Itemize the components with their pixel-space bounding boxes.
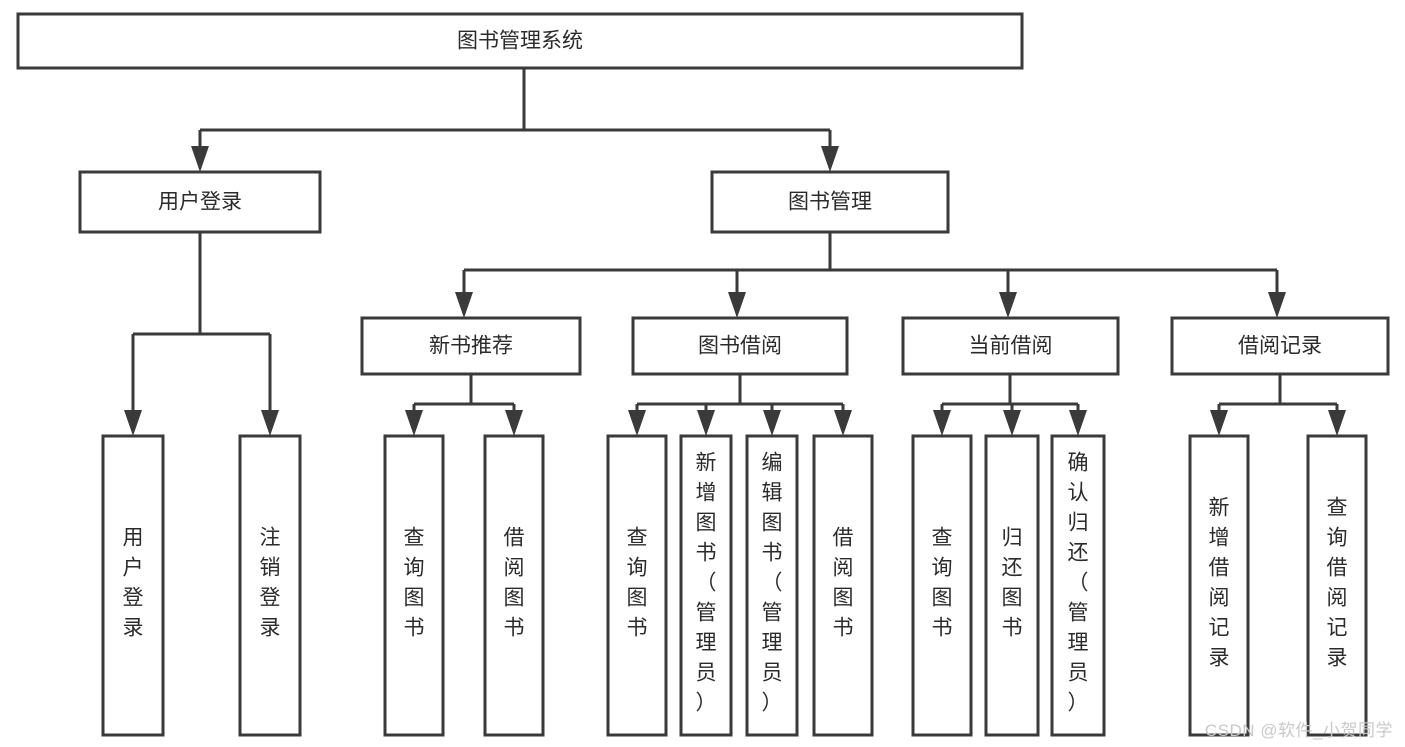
node-new-book-rec[interactable]: 新书推荐 — [360, 316, 582, 376]
connector-arrowhead-icon — [763, 410, 781, 436]
node-leaf-query-book-rec[interactable]: 查询图书 — [383, 434, 445, 737]
connector-arrowhead-icon — [628, 410, 646, 436]
node-root-rect — [16, 12, 1024, 70]
node-leaf-edit-book[interactable]: 编辑图书（管理员） — [745, 434, 799, 737]
node-leaf-add-record-rect — [1188, 434, 1250, 737]
node-leaf-confirm-return-label: 确认归还（管理员） — [1068, 452, 1089, 715]
connector-arrowhead-icon — [505, 410, 523, 436]
node-leaf-borrow-book-rec-rect — [483, 434, 545, 737]
node-current-borrow[interactable]: 当前借阅 — [901, 316, 1120, 376]
node-current-borrow-rect — [901, 316, 1120, 376]
connector-arrowhead-icon — [697, 410, 715, 436]
node-leaf-borrow-book-rec-label: 借阅图书 — [504, 527, 525, 640]
node-book-borrow-rect — [631, 316, 849, 376]
connector-arrowhead-icon — [1328, 410, 1346, 436]
connector-arrowhead-icon — [821, 146, 839, 172]
node-leaf-query-book-cb[interactable]: 查询图书 — [911, 434, 973, 737]
node-leaf-confirm-return-rect — [1050, 434, 1106, 737]
node-leaf-add-book[interactable]: 新增图书（管理员） — [679, 434, 733, 737]
node-book-manage-rect — [710, 170, 950, 234]
node-leaf-add-record-label: 新增借阅记录 — [1209, 497, 1230, 670]
node-leaf-return-book[interactable]: 归还图书 — [984, 434, 1040, 737]
connector-arrowhead-icon — [1069, 410, 1087, 436]
node-leaf-query-record-rect — [1306, 434, 1368, 737]
node-book-borrow[interactable]: 图书借阅 — [631, 316, 849, 376]
node-new-book-rec-rect — [360, 316, 582, 376]
node-new-book-rec-label: 新书推荐 — [429, 335, 513, 358]
node-root[interactable]: 图书管理系统 — [16, 12, 1024, 70]
node-user-login-rect — [78, 170, 322, 234]
connector-arrowhead-icon — [261, 410, 279, 436]
node-leaf-borrow-book-bb-rect — [812, 434, 874, 737]
node-leaf-edit-book-label: 编辑图书（管理员） — [762, 452, 783, 715]
connector-arrowhead-icon — [933, 410, 951, 436]
node-leaf-borrow-book-bb[interactable]: 借阅图书 — [812, 434, 874, 737]
connector-arrowhead-icon — [834, 410, 852, 436]
connector-arrowhead-icon — [124, 410, 142, 436]
node-leaf-add-book-label: 新增图书（管理员） — [696, 452, 717, 715]
node-book-manage-label: 图书管理 — [788, 191, 872, 214]
node-leaf-add-record[interactable]: 新增借阅记录 — [1188, 434, 1250, 737]
node-leaf-confirm-return[interactable]: 确认归还（管理员） — [1050, 434, 1106, 737]
node-borrow-record-label: 借阅记录 — [1238, 335, 1322, 358]
node-leaf-query-book-rec-rect — [383, 434, 445, 737]
node-book-manage[interactable]: 图书管理 — [710, 170, 950, 234]
node-leaf-logout-label: 注销登录 — [260, 527, 281, 640]
node-user-login-label: 用户登录 — [158, 191, 242, 214]
connector-arrowhead-icon — [728, 292, 746, 318]
node-leaf-user-login[interactable]: 用户登录 — [101, 434, 165, 737]
node-leaf-query-book-bb-rect — [606, 434, 668, 737]
node-leaf-user-login-label: 用户登录 — [123, 527, 144, 640]
node-leaf-borrow-book-rec[interactable]: 借阅图书 — [483, 434, 545, 737]
connector-arrowhead-icon — [1268, 292, 1286, 318]
connector-arrowhead-icon — [455, 292, 473, 318]
node-borrow-record[interactable]: 借阅记录 — [1170, 316, 1390, 376]
connector-arrowhead-icon — [1003, 410, 1021, 436]
node-leaf-edit-book-rect — [745, 434, 799, 737]
node-leaf-query-record[interactable]: 查询借阅记录 — [1306, 434, 1368, 737]
connector-arrowhead-icon — [405, 410, 423, 436]
node-leaf-borrow-book-bb-label: 借阅图书 — [833, 527, 854, 640]
node-leaf-query-book-cb-rect — [911, 434, 973, 737]
node-leaf-add-book-rect — [679, 434, 733, 737]
node-user-login[interactable]: 用户登录 — [78, 170, 322, 234]
connector-arrowhead-icon — [999, 292, 1017, 318]
connector-arrowhead-icon — [1210, 410, 1228, 436]
node-leaf-query-book-rec-label: 查询图书 — [404, 527, 425, 640]
node-layer: 图书管理系统用户登录图书管理新书推荐图书借阅当前借阅借阅记录用户登录注销登录查询… — [16, 12, 1390, 737]
node-leaf-return-book-label: 归还图书 — [1002, 527, 1023, 640]
node-leaf-query-book-bb-label: 查询图书 — [627, 527, 648, 640]
node-book-borrow-label: 图书借阅 — [698, 335, 782, 358]
node-leaf-logout[interactable]: 注销登录 — [238, 434, 302, 737]
node-root-label: 图书管理系统 — [457, 30, 583, 53]
node-leaf-query-book-cb-label: 查询图书 — [932, 527, 953, 640]
node-leaf-query-book-bb[interactable]: 查询图书 — [606, 434, 668, 737]
node-leaf-return-book-rect — [984, 434, 1040, 737]
node-leaf-user-login-rect — [101, 434, 165, 737]
node-borrow-record-rect — [1170, 316, 1390, 376]
node-leaf-query-record-label: 查询借阅记录 — [1327, 497, 1348, 670]
node-current-borrow-label: 当前借阅 — [969, 335, 1053, 358]
connector-arrowhead-icon — [191, 146, 209, 172]
node-leaf-logout-rect — [238, 434, 302, 737]
connector-layer — [124, 68, 1346, 436]
